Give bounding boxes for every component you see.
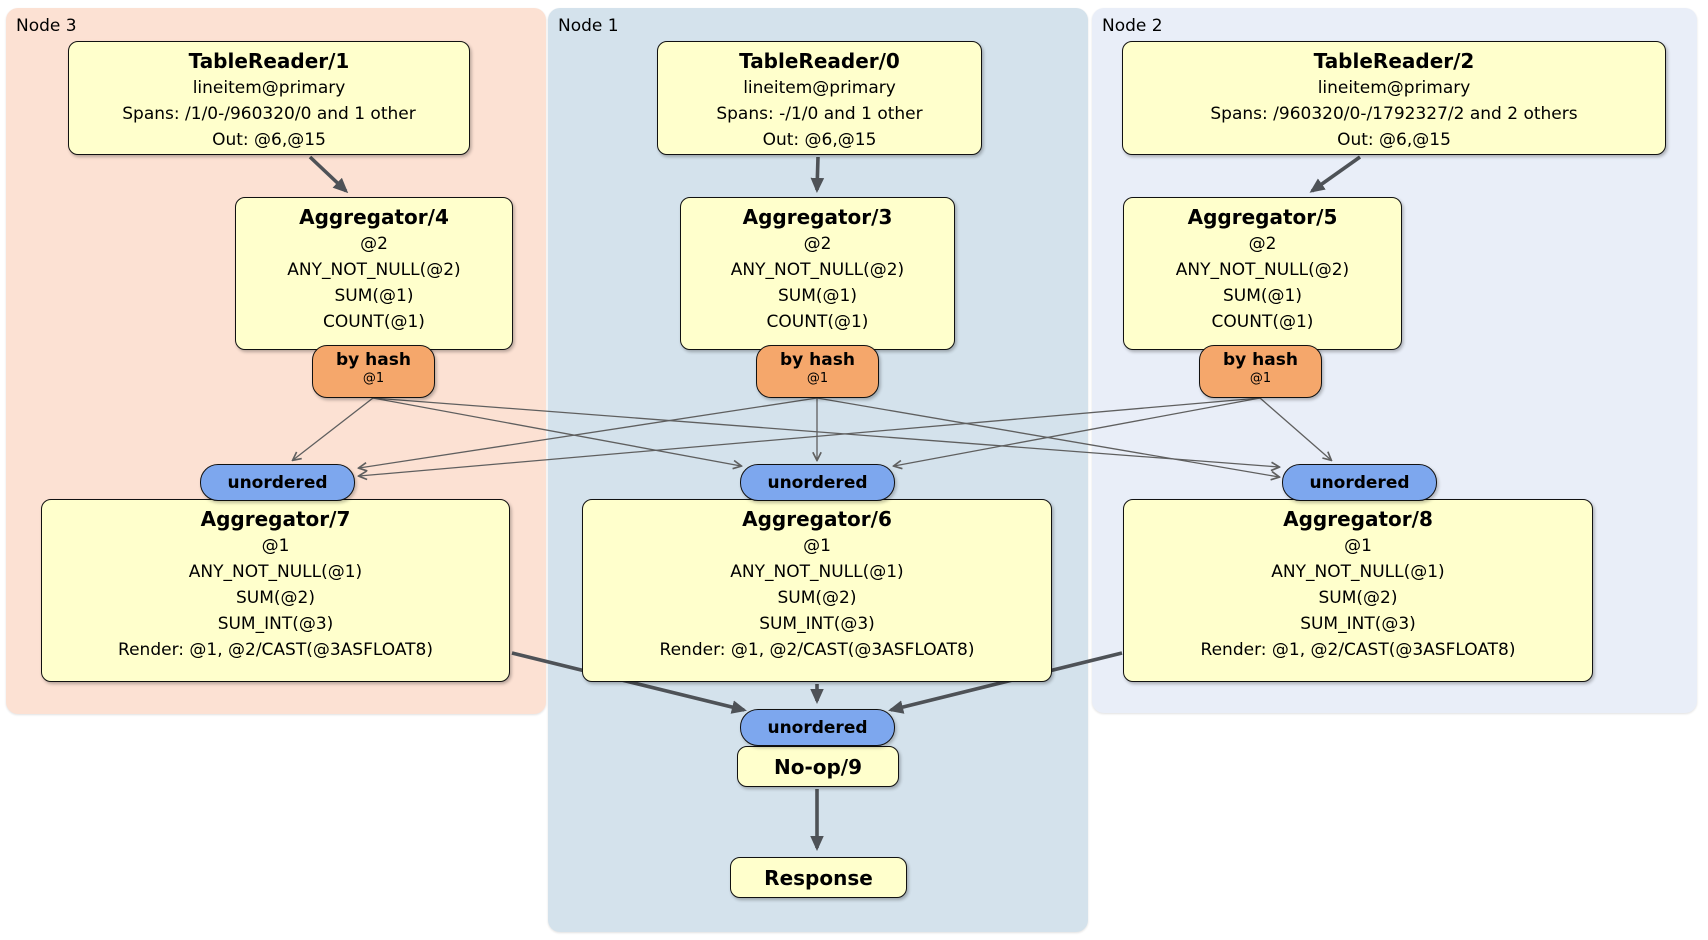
router-label: by hash bbox=[336, 350, 411, 370]
processor-line: lineitem@primary bbox=[192, 78, 346, 98]
processor-line: ANY_NOT_NULL(@2) bbox=[1175, 260, 1350, 280]
processor-aggregator-5: Aggregator/5 @2 ANY_NOT_NULL(@2) SUM(@1)… bbox=[1123, 197, 1402, 350]
processor-line: ANY_NOT_NULL(@2) bbox=[730, 260, 905, 280]
sync-label: unordered bbox=[1309, 472, 1410, 493]
processor-line: lineitem@primary bbox=[1317, 78, 1471, 98]
processor-title: Aggregator/5 bbox=[1187, 205, 1338, 229]
sync-unordered-node3: unordered bbox=[200, 464, 355, 501]
sync-unordered-node1: unordered bbox=[740, 464, 895, 501]
processor-line: SUM_INT(@3) bbox=[217, 614, 334, 634]
router-detail: @1 bbox=[1249, 371, 1272, 386]
processor-line: Render: @1, @2/CAST(@3ASFLOAT8) bbox=[118, 640, 433, 660]
router-by-hash-node3: by hash @1 bbox=[312, 345, 435, 398]
processor-line: SUM(@2) bbox=[236, 588, 315, 608]
processor-response: Response bbox=[730, 857, 907, 898]
processor-line: SUM_INT(@3) bbox=[759, 614, 875, 634]
processor-line: Spans: -/1/0 and 1 other bbox=[716, 104, 923, 124]
sync-unordered-node2: unordered bbox=[1282, 464, 1437, 501]
router-label: by hash bbox=[780, 350, 855, 370]
processor-line: @1 bbox=[803, 536, 831, 556]
processor-title: Aggregator/4 bbox=[299, 205, 449, 229]
processor-line: Out: @6,@15 bbox=[212, 130, 326, 150]
processor-line: Out: @6,@15 bbox=[762, 130, 877, 150]
processor-title: TableReader/2 bbox=[1313, 49, 1475, 73]
processor-aggregator-4: Aggregator/4 @2 ANY_NOT_NULL(@2) SUM(@1)… bbox=[235, 197, 513, 350]
sync-label: unordered bbox=[767, 717, 868, 738]
processor-line: COUNT(@1) bbox=[1211, 312, 1314, 332]
processor-aggregator-3: Aggregator/3 @2 ANY_NOT_NULL(@2) SUM(@1)… bbox=[680, 197, 955, 350]
processor-line: ANY_NOT_NULL(@2) bbox=[287, 260, 461, 280]
processor-line: SUM(@1) bbox=[334, 286, 414, 306]
processor-line: Spans: /960320/0-/1792327/2 and 2 others bbox=[1210, 104, 1578, 124]
processor-line: SUM(@2) bbox=[1318, 588, 1398, 608]
sync-unordered-final: unordered bbox=[740, 709, 895, 746]
processor-line: ANY_NOT_NULL(@1) bbox=[188, 562, 363, 582]
router-label: by hash bbox=[1223, 350, 1298, 370]
processor-line: @2 bbox=[360, 234, 388, 254]
processor-line: @1 bbox=[1344, 536, 1372, 556]
router-by-hash-node1: by hash @1 bbox=[756, 345, 879, 398]
processor-title: Aggregator/8 bbox=[1283, 507, 1433, 531]
processor-aggregator-7: Aggregator/7 @1 ANY_NOT_NULL(@1) SUM(@2)… bbox=[41, 499, 510, 682]
processor-tablereader-0: TableReader/0 lineitem@primary Spans: -/… bbox=[657, 41, 982, 155]
processor-line: Render: @1, @2/CAST(@3ASFLOAT8) bbox=[659, 640, 975, 660]
group-node3-label: Node 3 bbox=[16, 16, 77, 36]
sync-label: unordered bbox=[227, 472, 328, 493]
processor-noop-9: No-op/9 bbox=[737, 746, 899, 787]
processor-line: lineitem@primary bbox=[743, 78, 896, 98]
processor-title: No-op/9 bbox=[773, 754, 863, 779]
processor-title: TableReader/1 bbox=[188, 49, 350, 73]
processor-line: COUNT(@1) bbox=[323, 312, 425, 332]
processor-line: Spans: /1/0-/960320/0 and 1 other bbox=[122, 104, 416, 124]
processor-title: Aggregator/7 bbox=[200, 507, 351, 531]
processor-line: COUNT(@1) bbox=[766, 312, 869, 332]
processor-line: Out: @6,@15 bbox=[1337, 130, 1451, 150]
processor-line: SUM(@1) bbox=[778, 286, 857, 306]
processor-tablereader-1: TableReader/1 lineitem@primary Spans: /1… bbox=[68, 41, 470, 155]
processor-line: SUM_INT(@3) bbox=[1300, 614, 1416, 634]
processor-line: ANY_NOT_NULL(@1) bbox=[1271, 562, 1445, 582]
processor-tablereader-2: TableReader/2 lineitem@primary Spans: /9… bbox=[1122, 41, 1666, 155]
processor-title: TableReader/0 bbox=[739, 49, 900, 73]
router-detail: @1 bbox=[806, 371, 829, 386]
processor-line: ANY_NOT_NULL(@1) bbox=[730, 562, 904, 582]
sync-label: unordered bbox=[767, 472, 868, 493]
processor-title: Aggregator/6 bbox=[742, 507, 892, 531]
hash-routing-edges bbox=[293, 397, 1331, 477]
processor-line: @2 bbox=[1248, 234, 1277, 254]
group-node1-label: Node 1 bbox=[558, 16, 619, 36]
processor-line: Render: @1, @2/CAST(@3ASFLOAT8) bbox=[1200, 640, 1516, 660]
router-by-hash-node2: by hash @1 bbox=[1199, 345, 1322, 398]
processor-title: Aggregator/3 bbox=[742, 205, 893, 229]
processor-aggregator-6: Aggregator/6 @1 ANY_NOT_NULL(@1) SUM(@2)… bbox=[582, 499, 1052, 682]
router-detail: @1 bbox=[362, 371, 385, 386]
processor-title: Response bbox=[764, 865, 873, 890]
processor-line: SUM(@1) bbox=[1223, 286, 1302, 306]
processor-aggregator-8: Aggregator/8 @1 ANY_NOT_NULL(@1) SUM(@2)… bbox=[1123, 499, 1593, 682]
processor-line: @1 bbox=[261, 536, 290, 556]
processor-line: @2 bbox=[803, 234, 832, 254]
group-node2-label: Node 2 bbox=[1102, 16, 1163, 36]
processor-line: SUM(@2) bbox=[777, 588, 857, 608]
